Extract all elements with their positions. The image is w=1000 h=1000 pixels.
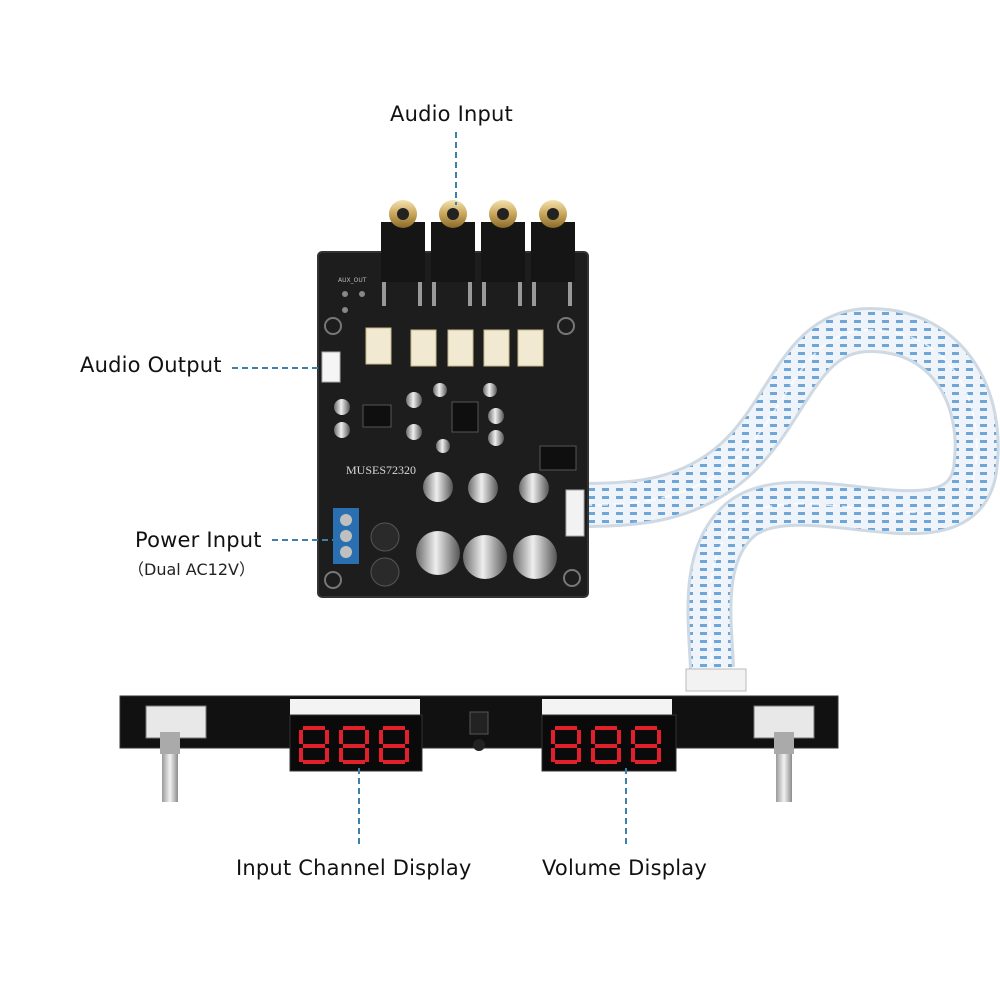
chip-marking: MUSES72320: [346, 463, 416, 477]
rotary-encoder-right[interactable]: [753, 705, 815, 802]
rotary-encoder-left[interactable]: [145, 705, 207, 802]
main-pcb: AUX_OUT: [317, 200, 589, 598]
label-power-input: Power Input: [135, 528, 262, 552]
audio-output-header: [321, 351, 341, 383]
header-marking: AUX_OUT: [338, 277, 367, 284]
label-volume-display: Volume Display: [542, 856, 707, 880]
label-audio-input: Audio Input: [390, 102, 513, 126]
input-channel-led-display: [289, 699, 423, 772]
label-power-input-note: （Dual AC12V）: [128, 560, 255, 579]
rca-jacks: [381, 200, 575, 306]
ribbon-connector: [565, 489, 585, 537]
leader-lines: [232, 132, 627, 848]
volume-led-display: [541, 699, 677, 772]
display-board: [119, 668, 839, 802]
ribbon-cable: [581, 306, 1000, 670]
small-components: [334, 383, 577, 471]
capacitors: [370, 472, 557, 587]
power-terminal-block: [333, 508, 359, 564]
ir-receiver: [469, 711, 489, 751]
label-audio-output: Audio Output: [80, 353, 222, 377]
relays: [365, 327, 544, 367]
label-input-channel-display: Input Channel Display: [236, 856, 472, 880]
